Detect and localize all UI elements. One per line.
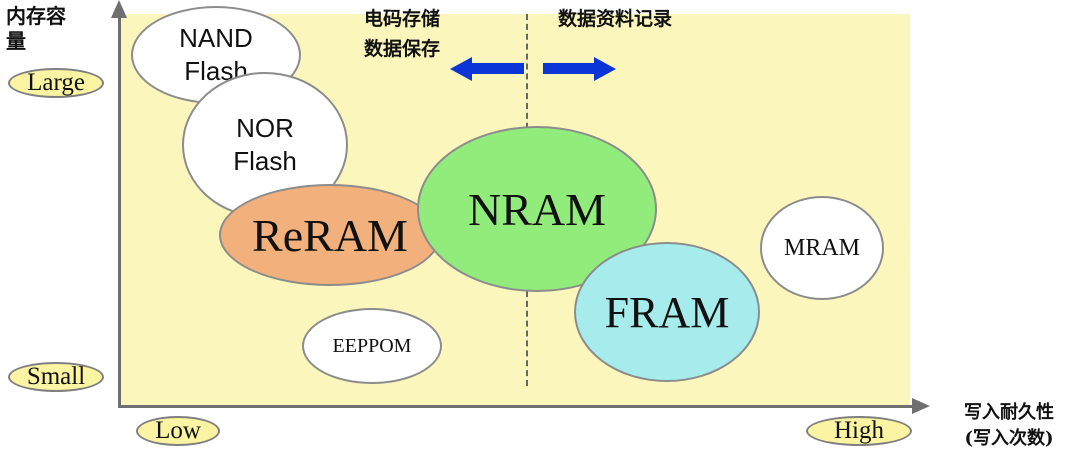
y-axis [118, 12, 121, 408]
eeppom-label: EEPPOM [332, 334, 412, 357]
x-low-label: Low [136, 416, 220, 446]
mram-bubble: MRAM [760, 196, 884, 300]
arrow-left-icon [450, 57, 472, 81]
nand-label-line1: NAND [179, 23, 253, 53]
y-axis-title: 内存容量 [6, 4, 66, 53]
eeppom-bubble: EEPPOM [302, 308, 442, 384]
mram-label: MRAM [783, 234, 861, 261]
x-high-label: High [806, 416, 912, 446]
fram-label: FRAM [604, 287, 730, 337]
arrow-right-icon [594, 57, 616, 81]
right-arrow-shaft [543, 63, 597, 74]
reram-bubble: ReRAM [219, 184, 441, 286]
x-axis-arrow-icon [912, 398, 930, 414]
y-high-label: Large [8, 68, 104, 98]
x-axis-title-line1: 写入耐久性 [964, 402, 1054, 423]
nor-label-line2: Flash [233, 146, 297, 176]
nram-label: NRAM [467, 183, 607, 235]
x-axis-title-line2: (写入次数) [964, 428, 1054, 449]
y-low-label: Small [8, 362, 104, 392]
region-label-data-logging: 数据资料记录 [558, 8, 673, 30]
region-left-line2: 数据保存 [364, 38, 441, 60]
region-left-line1: 电码存储 [364, 8, 441, 30]
left-arrow-shaft [470, 63, 524, 74]
y-axis-arrow-icon [111, 0, 127, 18]
x-axis [118, 405, 918, 408]
region-label-code-storage: 电码存储 数据保存 [364, 4, 440, 64]
nor-label-line1: NOR [236, 113, 294, 143]
x-axis-title: 写入耐久性 (写入次数) [940, 400, 1078, 452]
fram-bubble: FRAM [574, 242, 760, 382]
reram-label: ReRAM [252, 209, 408, 261]
